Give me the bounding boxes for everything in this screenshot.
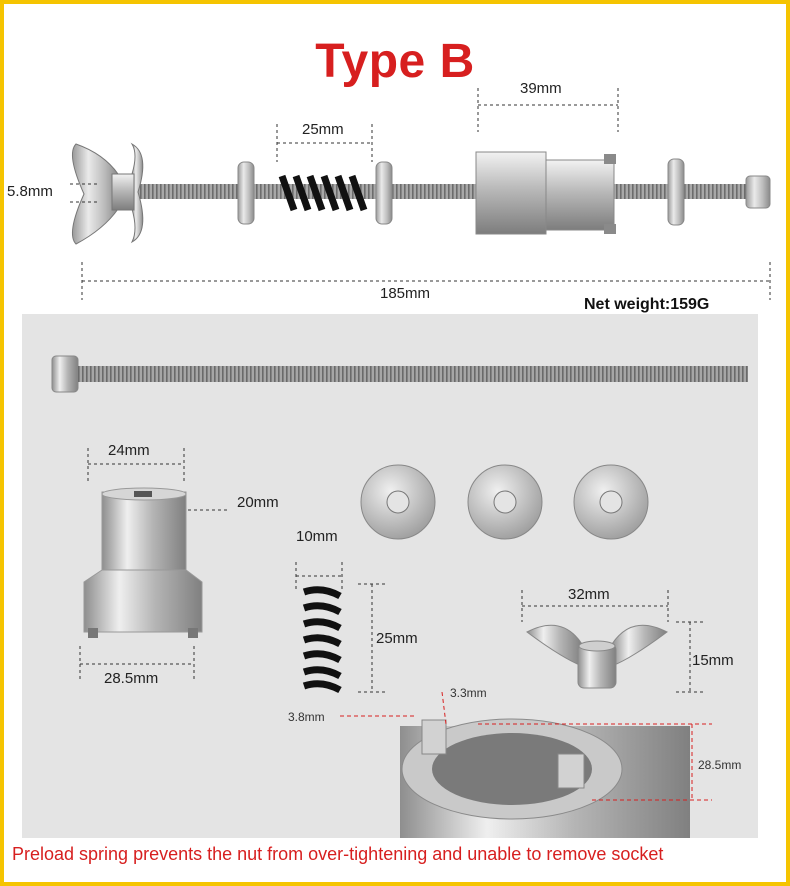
socket-height-label: 20mm — [237, 494, 279, 511]
tab-height-label: 3.8mm — [288, 710, 325, 724]
spring-length-part-label: 25mm — [376, 630, 418, 647]
socket-part — [83, 487, 203, 638]
socket-diameter-label: 28.5mm — [698, 758, 742, 772]
socket-top-width-label: 24mm — [108, 442, 150, 459]
caption-text: Preload spring prevents the nut from ove… — [12, 844, 664, 864]
bolt-head-top — [745, 175, 771, 209]
threaded-rod — [99, 184, 764, 199]
wing-nut-top — [71, 142, 144, 245]
spring-top — [278, 174, 368, 212]
washer-top-3 — [667, 158, 685, 226]
wingnut-height-label: 15mm — [692, 652, 734, 669]
assembled-tool-illustration — [70, 88, 771, 300]
parts-illustration — [51, 355, 748, 842]
nut-width-label: 39mm — [520, 80, 562, 97]
socket-nut-top — [475, 151, 616, 235]
spring-diameter-label: 10mm — [296, 528, 338, 545]
spring-part — [302, 586, 342, 694]
caption-bar: Preload spring prevents the nut from ove… — [4, 838, 786, 878]
long-bolt-head — [51, 355, 79, 393]
parts-panel: 24mm 20mm 28.5mm 10mm 25mm 32mm 15mm 3.3… — [22, 314, 758, 842]
overall-length-label: 185mm — [380, 285, 431, 302]
washer-top-2 — [375, 161, 393, 225]
spring-length-label: 25mm — [302, 121, 344, 138]
wing-nut-part — [526, 624, 668, 689]
net-weight-label: Net weight:159G — [584, 296, 710, 313]
socket-bottom-width-label: 28.5mm — [104, 670, 159, 687]
long-bolt-thread — [78, 366, 748, 382]
socket-closeup — [400, 718, 690, 842]
product-type-title: Type B — [315, 35, 475, 88]
wingnut-width-label: 32mm — [568, 586, 610, 603]
thread-diameter-label: 5.8mm — [7, 183, 53, 200]
tab-width-label: 3.3mm — [450, 686, 487, 700]
washer-top-1 — [237, 161, 255, 225]
